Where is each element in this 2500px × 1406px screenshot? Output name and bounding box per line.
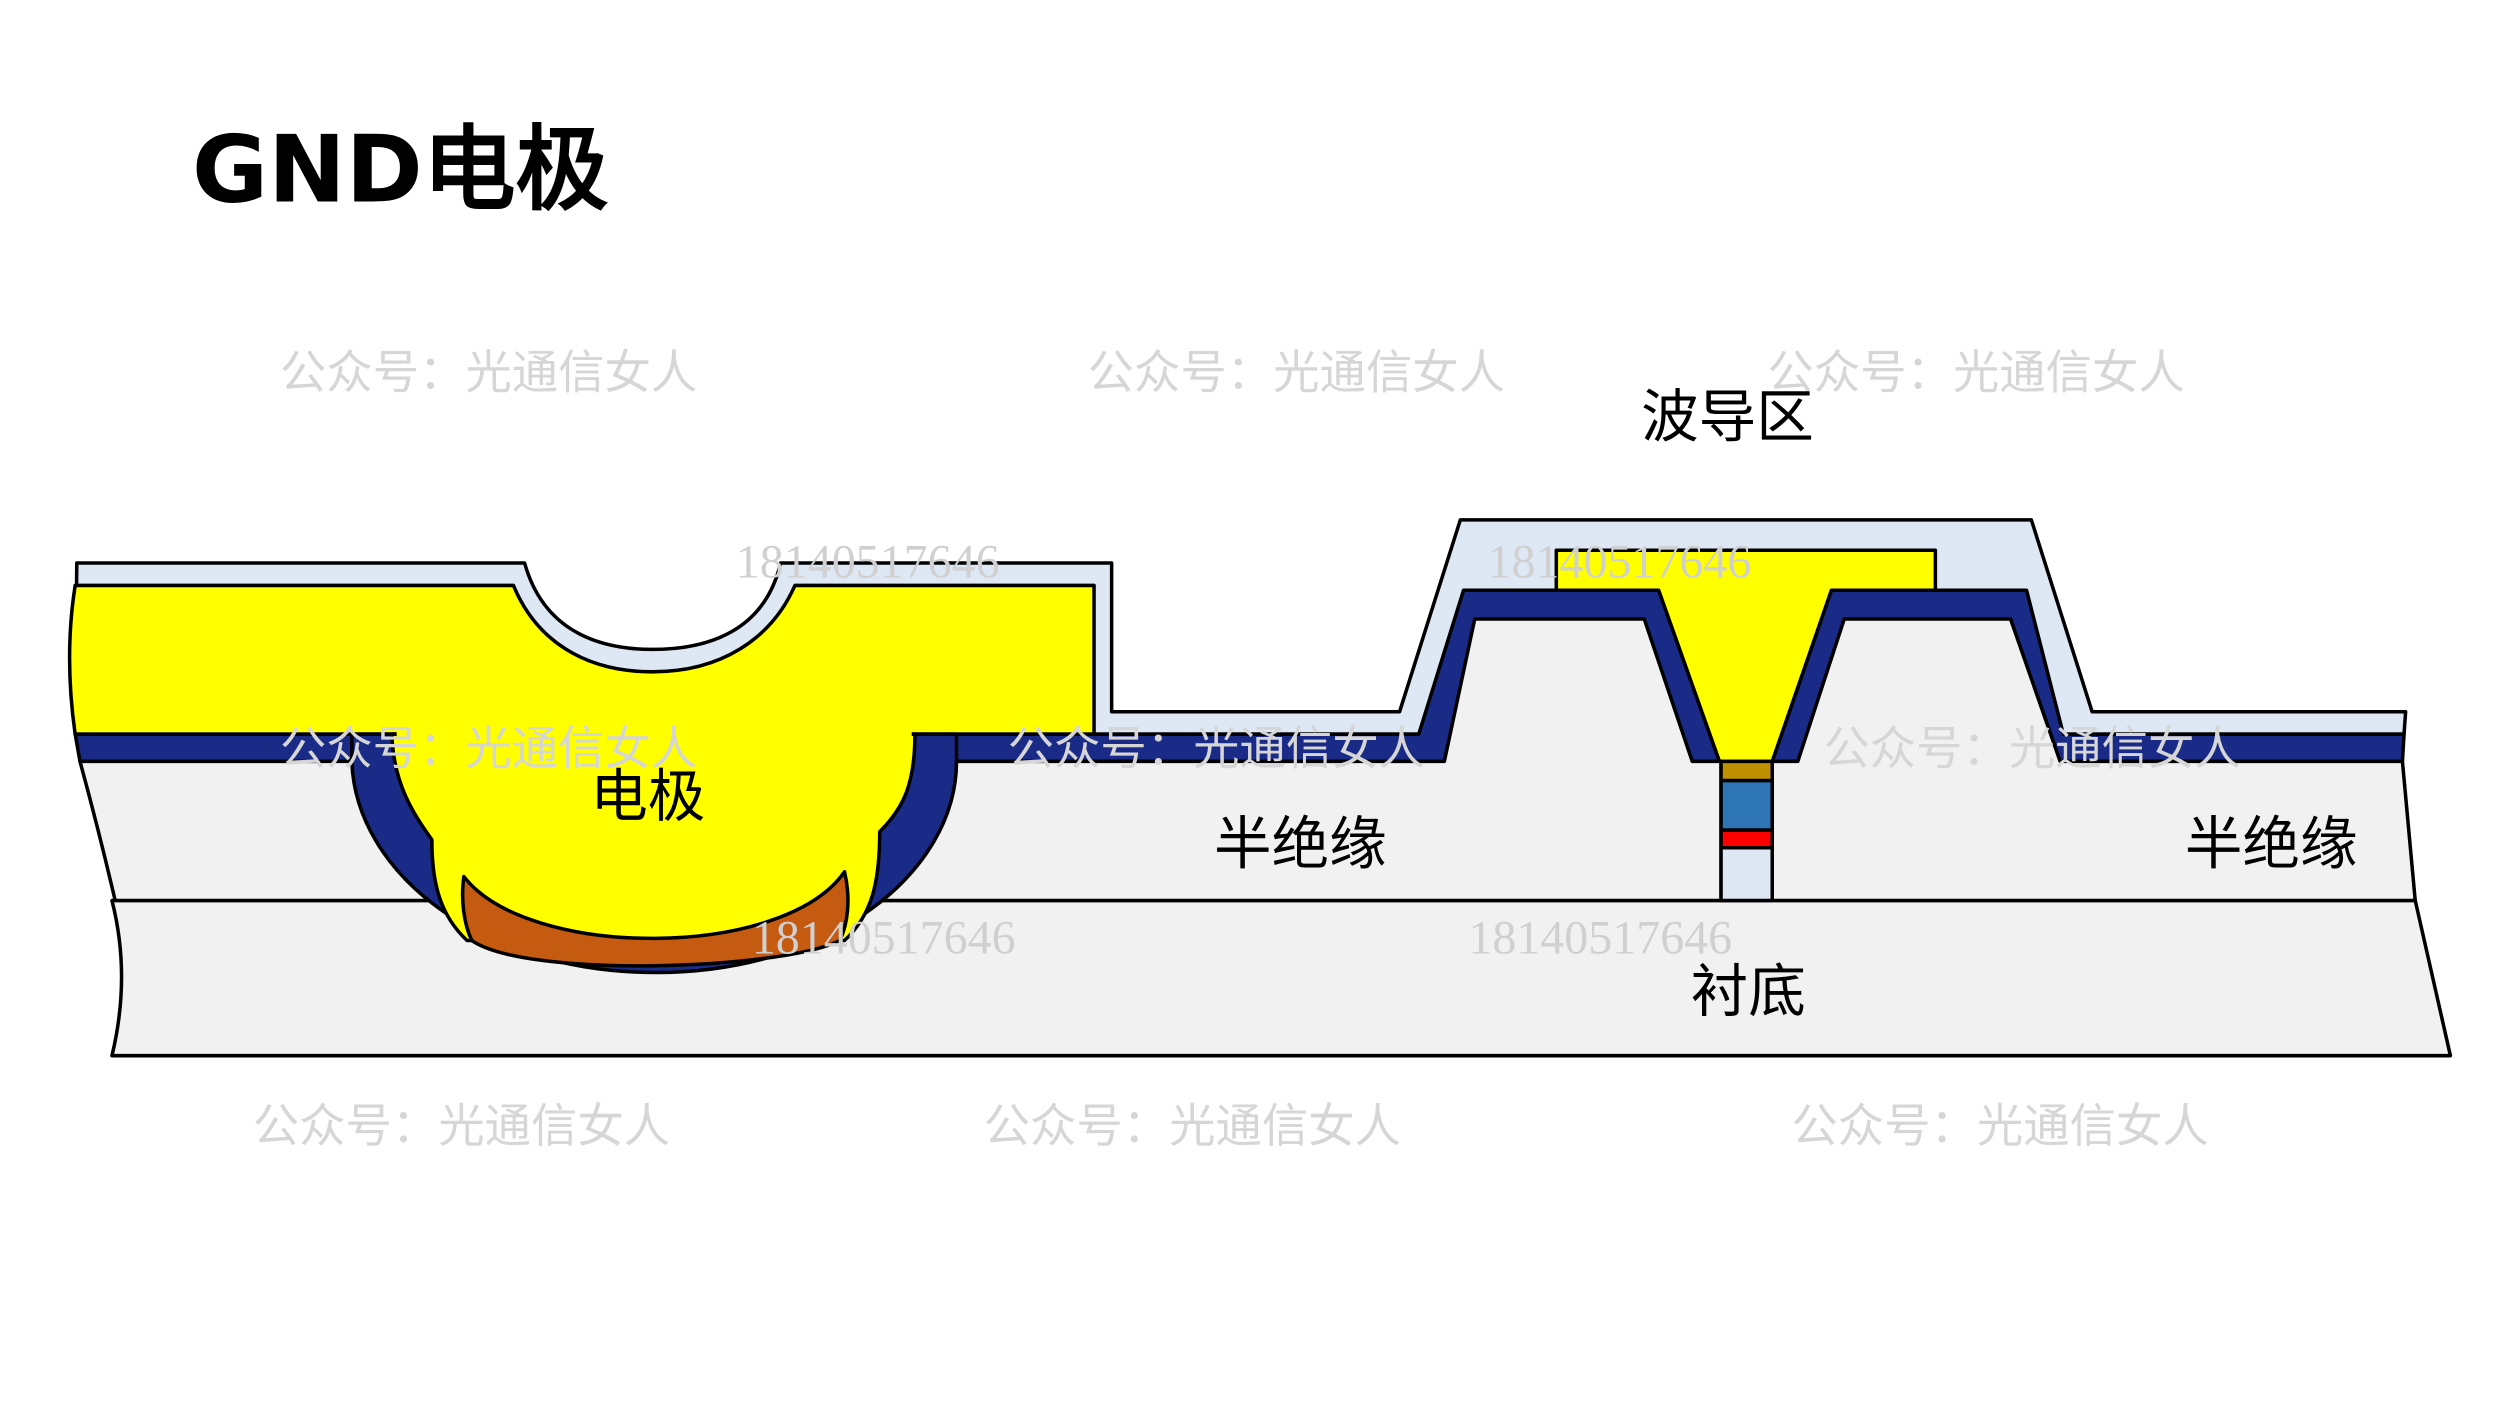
page-title: GND电极	[192, 116, 609, 224]
watermark: 公众号：光通信女人	[280, 722, 697, 776]
watermark: 公众号：光通信女人	[280, 346, 697, 400]
cap-layer	[1719, 759, 1774, 783]
core-layer	[1719, 778, 1774, 832]
watermark: 公众号：光通信女人	[984, 1099, 1401, 1153]
watermark-number: 18140517646	[752, 911, 1016, 964]
watermark: 公众号：光通信女人	[1823, 722, 2240, 776]
watermark: 公众号：光通信女人	[1088, 346, 1505, 400]
electrode-fill-cover	[396, 727, 912, 739]
watermark-number: 18140517646	[1468, 911, 1732, 964]
implant-region	[460, 869, 850, 968]
electrode-metal-left	[67, 583, 1096, 736]
watermark: 公众号：光通信女人	[1008, 722, 1425, 776]
watermark-number: 18140517646	[736, 535, 1000, 588]
electrode-metal-trench	[390, 732, 917, 943]
watermark-number: 18140517646	[1488, 535, 1752, 588]
label-substrate: 衬底	[1691, 958, 1806, 1025]
label-electrode: 电极	[590, 763, 705, 830]
active-layer	[1719, 828, 1774, 850]
watermarks: 公众号：光通信女人 公众号：光通信女人 公众号：光通信女人 公众号：光通信女人 …	[253, 346, 2241, 1153]
watermark: 公众号：光通信女人	[253, 1099, 670, 1153]
label-semi-insulating-left: 半绝缘	[1214, 811, 1387, 878]
label-semi-insulating-right: 半绝缘	[2185, 811, 2358, 878]
watermark: 公众号：光通信女人	[1791, 1099, 2208, 1153]
watermark: 公众号：光通信女人	[1767, 346, 2184, 400]
label-waveguide-region: 波导区	[1641, 384, 1814, 451]
lower-cladding	[1719, 845, 1774, 903]
